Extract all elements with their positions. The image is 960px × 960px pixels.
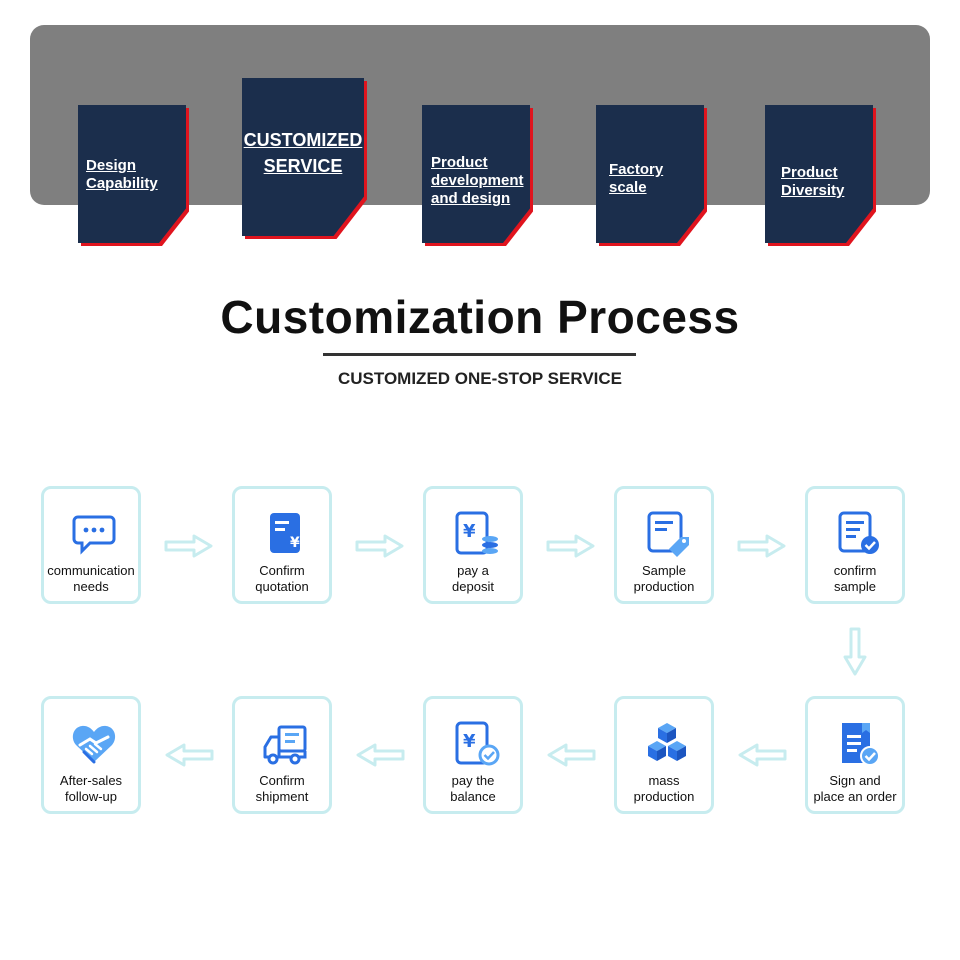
title-divider: [323, 353, 636, 356]
card-factory-scale: Factory scale: [596, 105, 707, 246]
card-label: Product Diversity: [781, 164, 845, 199]
step-label: pay a deposit: [452, 563, 494, 594]
card-label: CUSTOMIZED SERVICE: [243, 130, 363, 176]
svg-text:¥: ¥: [463, 731, 476, 752]
svg-text:¥: ¥: [463, 521, 476, 542]
card-customized-service: CUSTOMIZED SERVICE: [242, 78, 367, 239]
arrow-left-icon: [547, 743, 596, 767]
step-mass-production: mass production: [614, 696, 714, 814]
card-label: Design Capability: [86, 157, 158, 192]
card-product-development: Product development and design: [422, 105, 533, 246]
step-label: Sign and place an order: [813, 773, 897, 804]
arrow-left-icon: [356, 743, 405, 767]
card-label: Product development and design: [431, 154, 524, 207]
quotation-icon: ¥: [270, 513, 300, 553]
step-pay-balance: ¥ pay the balance: [423, 696, 523, 814]
arrow-right-icon: [737, 534, 786, 558]
step-communication-needs: communication needs: [41, 486, 141, 604]
step-pay-deposit: ¥ pay a deposit: [423, 486, 523, 604]
card-product-diversity: Product Diversity: [765, 105, 876, 246]
step-label: Sample production: [633, 563, 695, 594]
step-label: After-sales follow-up: [59, 773, 123, 804]
balance-check-icon: ¥: [455, 721, 500, 766]
step-label: pay the balance: [450, 773, 496, 804]
page-subtitle: CUSTOMIZED ONE-STOP SERVICE: [337, 369, 623, 388]
check-document-icon: [838, 511, 879, 554]
step-after-sales: After-sales follow-up: [41, 696, 141, 814]
card-label: Factory scale: [609, 161, 664, 196]
step-label: Confirm shipment: [255, 773, 309, 804]
step-label: Confirm quotation: [255, 563, 309, 594]
card-design-capability: Design Capability: [78, 105, 189, 246]
heart-handshake-icon: [72, 725, 116, 764]
arrow-right-icon: [355, 534, 404, 558]
sample-tag-icon: [647, 511, 689, 557]
step-sign-order: Sign and place an order: [805, 696, 905, 814]
arrow-left-icon: [165, 743, 214, 767]
step-confirm-sample: confirm sample: [805, 486, 905, 604]
step-confirm-shipment: Confirm shipment: [232, 696, 332, 814]
arrow-right-icon: [546, 534, 595, 558]
arrow-right-icon: [164, 534, 213, 558]
arrow-left-icon: [738, 743, 787, 767]
step-label: confirm sample: [833, 563, 877, 594]
page-title: Customization Process: [220, 291, 740, 343]
step-label: mass production: [633, 773, 695, 804]
deposit-icon: ¥: [455, 511, 498, 555]
truck-icon: [263, 725, 307, 765]
step-label: communication needs: [47, 563, 135, 594]
arrow-down-icon: [843, 627, 867, 676]
cubes-icon: [648, 723, 686, 761]
step-confirm-quotation: ¥ Confirm quotation: [232, 486, 332, 604]
chat-bubble-icon: [72, 515, 116, 555]
step-sample-production: Sample production: [614, 486, 714, 604]
sign-order-icon: [842, 723, 880, 766]
svg-text:¥: ¥: [290, 535, 300, 551]
